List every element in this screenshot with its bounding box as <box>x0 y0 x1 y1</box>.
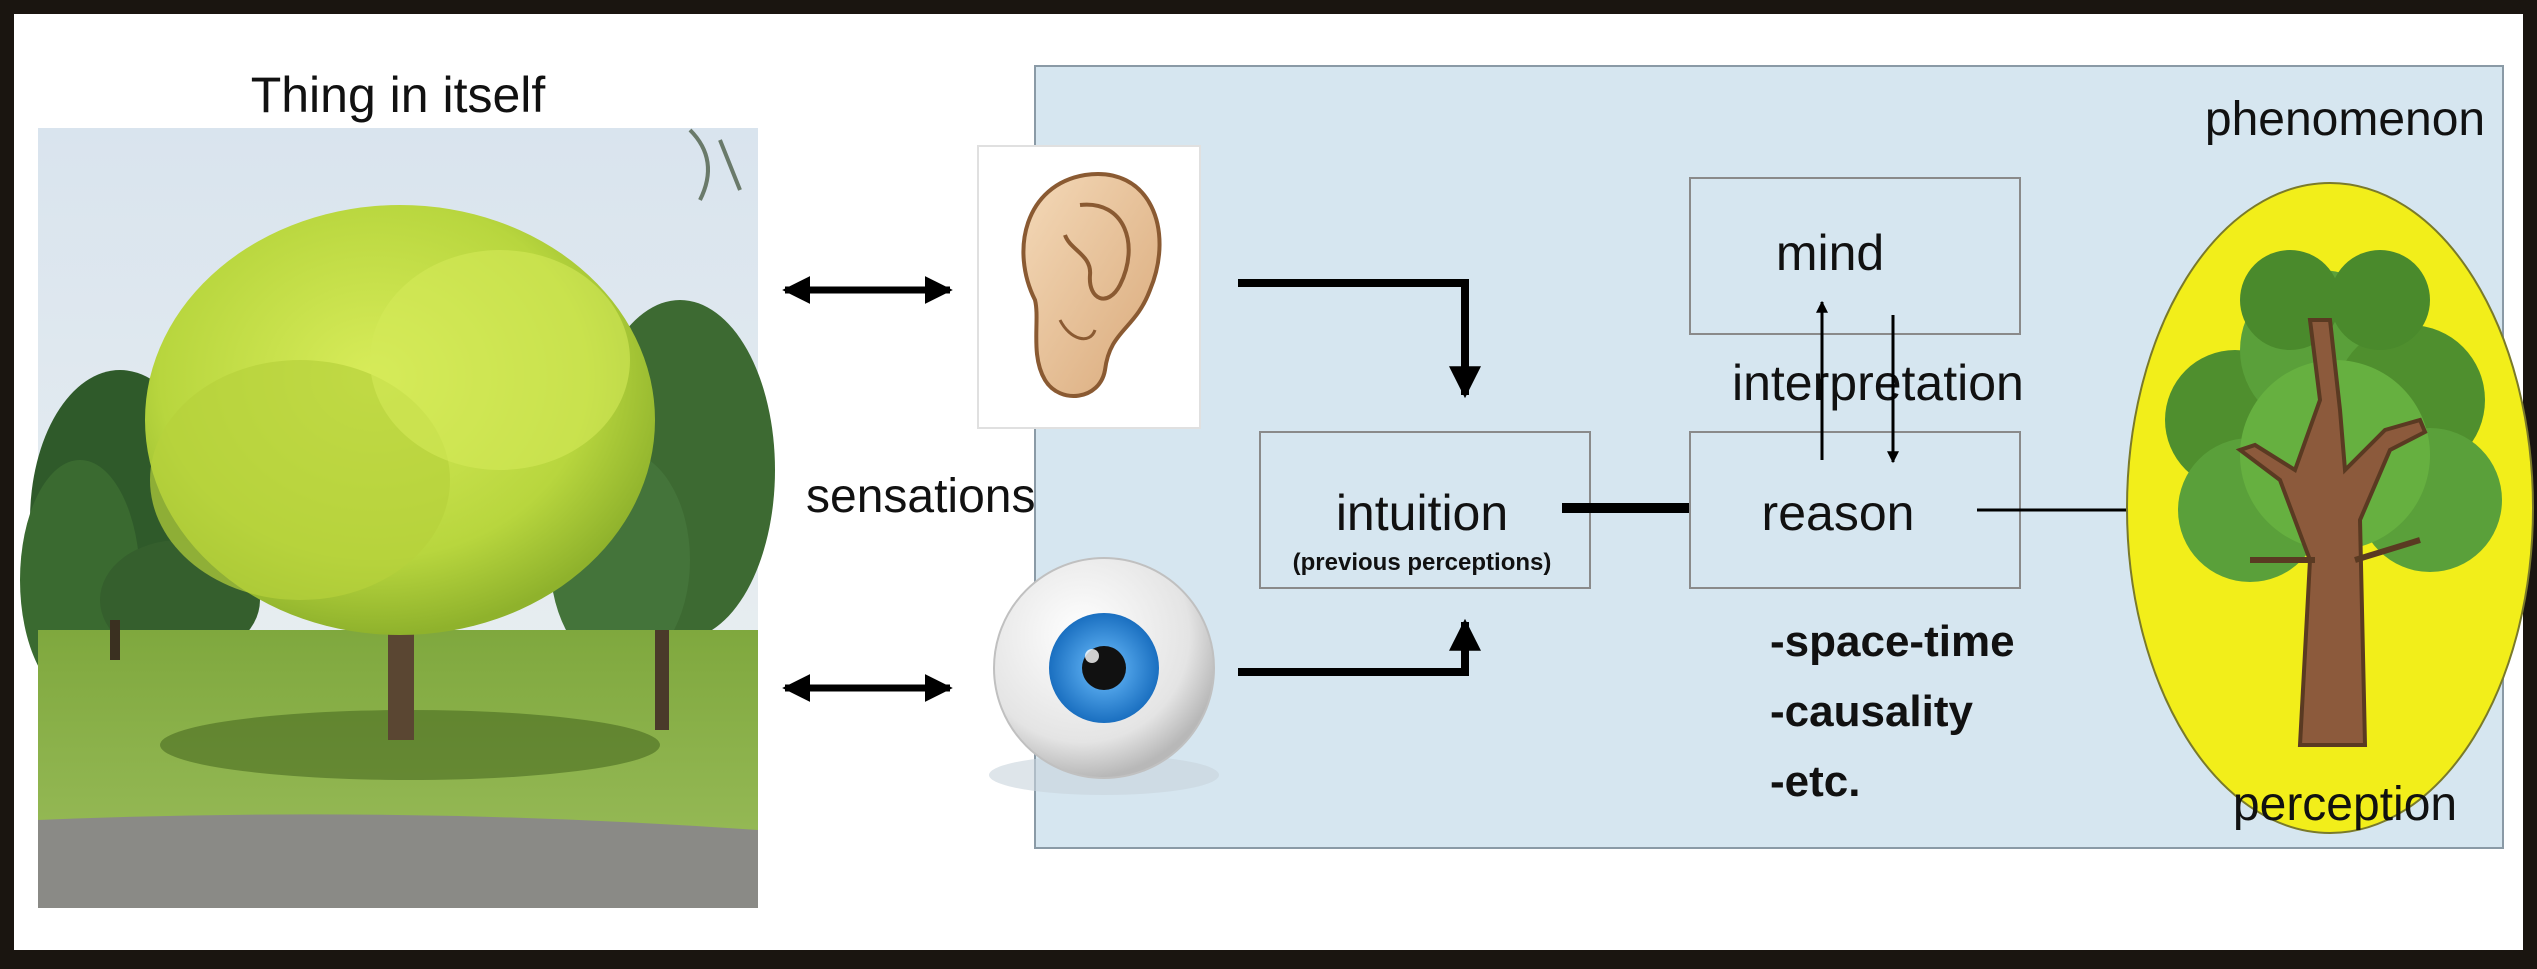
intuition-box <box>1259 431 1591 589</box>
category-etc: -etc. <box>1770 757 1860 806</box>
perception-label: perception <box>2233 778 2457 831</box>
sensations-label: sensations <box>806 470 1035 523</box>
intuition-sublabel: (previous perceptions) <box>1293 549 1552 576</box>
intuition-label: intuition <box>1336 485 1508 541</box>
tree-icon <box>2165 250 2502 747</box>
mind-label: mind <box>1776 225 1884 281</box>
eye-icon <box>989 557 1219 795</box>
thing-in-itself-title: Thing in itself <box>251 67 546 123</box>
ear-icon <box>977 145 1201 429</box>
category-causality: -causality <box>1770 687 1974 736</box>
reason-label: reason <box>1762 485 1915 541</box>
interpretation-label: interpretation <box>1732 355 2024 411</box>
arrow-eye-to-intuition <box>1238 618 1481 676</box>
phenomenon-label: phenomenon <box>2205 93 2485 146</box>
phenomenon-perception <box>2126 182 2534 834</box>
reason-box <box>1689 431 2021 589</box>
reason-categories-list: -space-time -causality -etc. <box>1770 617 2015 806</box>
tree-photo <box>20 128 775 908</box>
category-space-time: -space-time <box>1770 617 2015 666</box>
mind-box <box>1689 177 2021 335</box>
arrow-ear-to-intuition <box>1238 279 1481 399</box>
